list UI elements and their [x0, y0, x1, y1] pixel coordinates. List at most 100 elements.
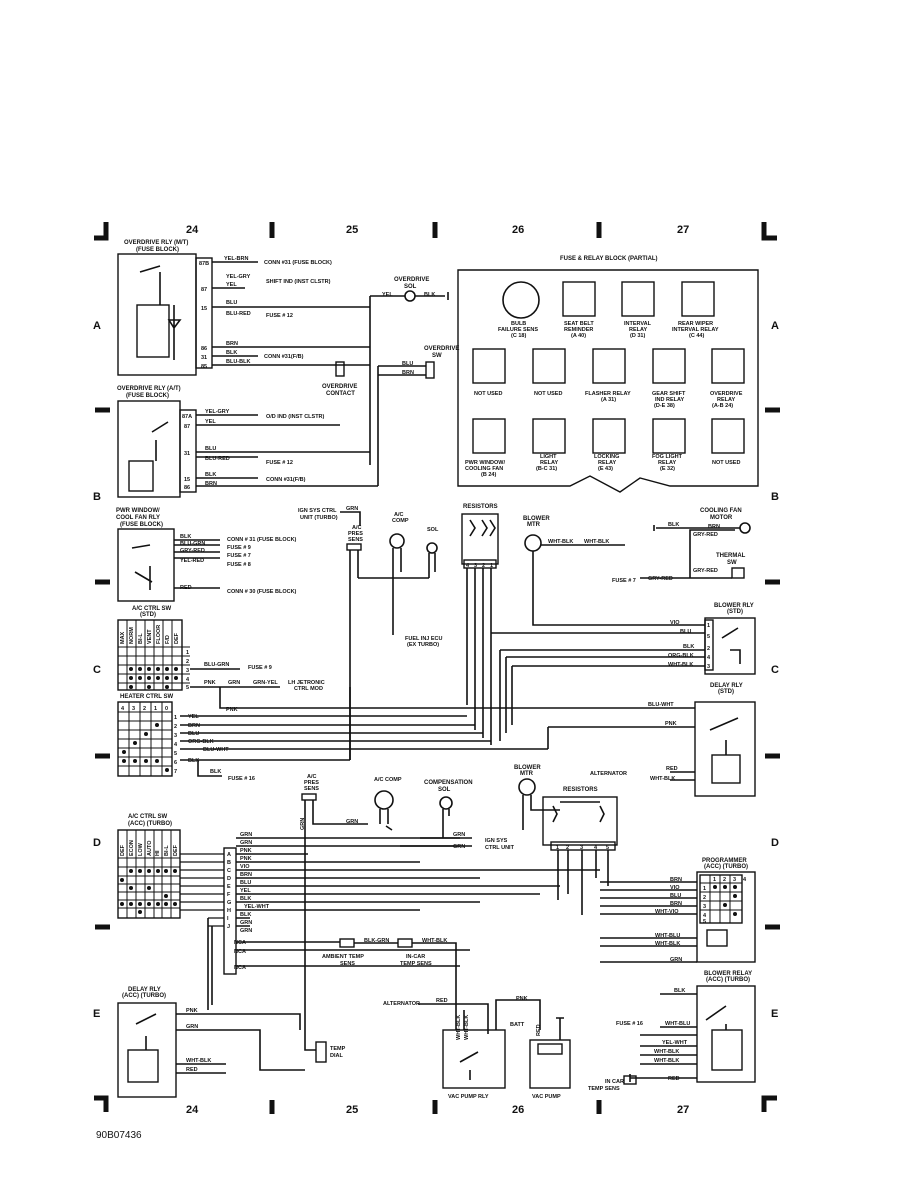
overdrive-contact: OVERDRIVE CONTACT	[258, 296, 379, 486]
svg-text:4: 4	[594, 845, 598, 851]
svg-text:DELAY RLY: DELAY RLY	[128, 987, 161, 993]
ign-sys-ctrl-top: IGN SYS CTRL UNIT (TURBO) GRN	[298, 506, 361, 526]
svg-text:1: 1	[556, 845, 559, 851]
svg-text:WHT-BLK: WHT-BLK	[464, 1015, 470, 1040]
svg-text:GRN: GRN	[346, 506, 358, 512]
svg-text:GRN: GRN	[240, 840, 252, 846]
svg-text:NOT USED: NOT USED	[474, 391, 502, 397]
thermal-sw: THERMAL SW GRY-RED FUSE # 7 GRY-RED	[612, 553, 746, 584]
svg-text:COOL FAN RLY: COOL FAN RLY	[116, 515, 160, 521]
ac-ctrl-sw-std: A/C CTRL SW (STD) MAX NORM BI-L VENT FLO…	[117, 606, 530, 760]
resistors-bottom: RESISTORS 1 2 3 4 5	[542, 787, 618, 915]
svg-text:YEL: YEL	[205, 419, 216, 425]
svg-text:GEAR SHIFT: GEAR SHIFT	[652, 391, 686, 397]
svg-text:RESISTORS: RESISTORS	[563, 787, 598, 793]
delay-rly-std: DELAY RLY (STD) BLU-WHT PNK RED WHT-BLK …	[530, 683, 756, 797]
col-label-top-26: 26	[512, 224, 524, 236]
cooling-fan-motor: COOLING FAN MOTOR BLK BRN GRY-RED	[653, 508, 751, 578]
svg-text:3: 3	[707, 664, 710, 670]
col-label-bottom-25: 25	[346, 1104, 358, 1116]
row-label-right-c: C	[771, 664, 779, 676]
svg-text:DEF: DEF	[120, 844, 126, 856]
svg-text:1: 1	[703, 886, 706, 892]
svg-text:GRN-YEL: GRN-YEL	[253, 680, 278, 686]
svg-text:4: 4	[186, 677, 190, 683]
svg-text:2: 2	[707, 646, 710, 652]
svg-text:YEL: YEL	[240, 888, 251, 894]
svg-text:3: 3	[132, 706, 135, 712]
svg-text:GRN: GRN	[670, 957, 682, 963]
svg-text:CONN # 30 (FUSE BLOCK): CONN # 30 (FUSE BLOCK)	[227, 589, 297, 595]
svg-text:IGN SYS: IGN SYS	[485, 838, 508, 844]
svg-text:OVERDRIVE: OVERDRIVE	[322, 384, 357, 390]
svg-text:CONTACT: CONTACT	[326, 391, 355, 397]
svg-text:1: 1	[186, 650, 189, 656]
svg-text:INTERVAL: INTERVAL	[624, 321, 652, 327]
svg-text:SENS: SENS	[340, 961, 355, 967]
svg-text:CONN #31(F/B): CONN #31(F/B)	[266, 477, 306, 483]
svg-text:GRN: GRN	[240, 928, 252, 934]
svg-text:GRN: GRN	[453, 844, 465, 850]
svg-text:AUTO: AUTO	[147, 840, 153, 856]
svg-text:31: 31	[201, 355, 207, 361]
svg-text:5: 5	[606, 845, 609, 851]
svg-text:A/C: A/C	[394, 512, 404, 518]
svg-text:HI: HI	[155, 850, 161, 856]
svg-text:RED: RED	[668, 1076, 680, 1082]
svg-text:E: E	[227, 884, 231, 890]
svg-text:PWR WINDOW/: PWR WINDOW/	[465, 460, 505, 466]
programmer: PROGRAMMER (ACC) (TURBO) 1 2 3 4 1 2 3 4…	[600, 858, 756, 963]
blower-rly-std: BLOWER RLY (STD) 1 5 2 4 3 VIO BLU BLK O…	[491, 603, 756, 741]
in-car-temp-sens-bottom: IN CAR TEMP SENS	[588, 1075, 637, 1092]
svg-text:FUSE # 16: FUSE # 16	[228, 776, 255, 782]
svg-text:COMPENSATION: COMPENSATION	[424, 780, 473, 786]
svg-text:GRN: GRN	[240, 920, 252, 926]
svg-text:FUSE # 12: FUSE # 12	[266, 313, 293, 319]
svg-text:BRN: BRN	[670, 901, 682, 907]
svg-text:(FUSE BLOCK): (FUSE BLOCK)	[120, 522, 163, 528]
svg-text:CONN #31(F/B): CONN #31(F/B)	[264, 354, 304, 360]
svg-text:FUSE # 8: FUSE # 8	[227, 562, 251, 568]
svg-text:(ACC) (TURBO): (ACC) (TURBO)	[122, 993, 166, 999]
svg-text:I: I	[227, 916, 229, 922]
svg-text:YEL: YEL	[382, 292, 393, 298]
svg-text:(B-C 31): (B-C 31)	[536, 466, 557, 472]
svg-text:1: 1	[707, 623, 710, 629]
svg-text:87A: 87A	[182, 414, 192, 420]
row-label-right-b: B	[771, 491, 779, 503]
svg-text:2: 2	[703, 895, 706, 901]
svg-text:F/D: F/D	[165, 635, 171, 644]
svg-text:2: 2	[186, 659, 189, 665]
svg-text:BLU: BLU	[240, 880, 251, 886]
svg-text:VAC PUMP: VAC PUMP	[532, 1094, 561, 1100]
svg-text:WHT-BLK: WHT-BLK	[548, 539, 573, 545]
svg-text:(ACC) (TURBO): (ACC) (TURBO)	[706, 977, 750, 983]
svg-text:CONN # 31 (FUSE BLOCK): CONN # 31 (FUSE BLOCK)	[227, 537, 297, 543]
svg-text:15: 15	[184, 477, 190, 483]
svg-text:GRY-RED: GRY-RED	[180, 548, 205, 554]
svg-text:BULB: BULB	[511, 321, 526, 327]
svg-text:PNK: PNK	[186, 1008, 198, 1014]
svg-text:87: 87	[201, 287, 207, 293]
svg-text:NORM: NORM	[129, 627, 135, 644]
svg-text:BLK: BLK	[240, 912, 251, 918]
svg-text:7: 7	[174, 769, 177, 775]
svg-text:(STD): (STD)	[718, 689, 734, 695]
svg-text:BLU: BLU	[226, 300, 237, 306]
svg-text:VAC PUMP RLY: VAC PUMP RLY	[448, 1094, 489, 1100]
svg-text:BLK: BLK	[683, 644, 694, 650]
svg-text:VENT: VENT	[147, 629, 153, 644]
row-label-right-e: E	[771, 1008, 778, 1020]
row-label-left-e: E	[93, 1008, 100, 1020]
svg-text:FOG LIGHT: FOG LIGHT	[652, 454, 683, 460]
svg-text:VIO: VIO	[670, 620, 680, 626]
svg-text:RED: RED	[180, 585, 192, 591]
svg-text:BLOWER RELAY: BLOWER RELAY	[704, 971, 752, 977]
svg-text:IN-CAR: IN-CAR	[406, 954, 425, 960]
svg-text:BRN: BRN	[708, 524, 720, 530]
svg-text:FUSE # 7: FUSE # 7	[612, 578, 636, 584]
svg-text:4: 4	[703, 913, 707, 919]
svg-text:1: 1	[174, 715, 177, 721]
svg-text:(EX TURBO): (EX TURBO)	[407, 642, 439, 648]
fuel-inj-ecu: FUEL INJ ECU (EX TURBO)	[392, 600, 443, 648]
